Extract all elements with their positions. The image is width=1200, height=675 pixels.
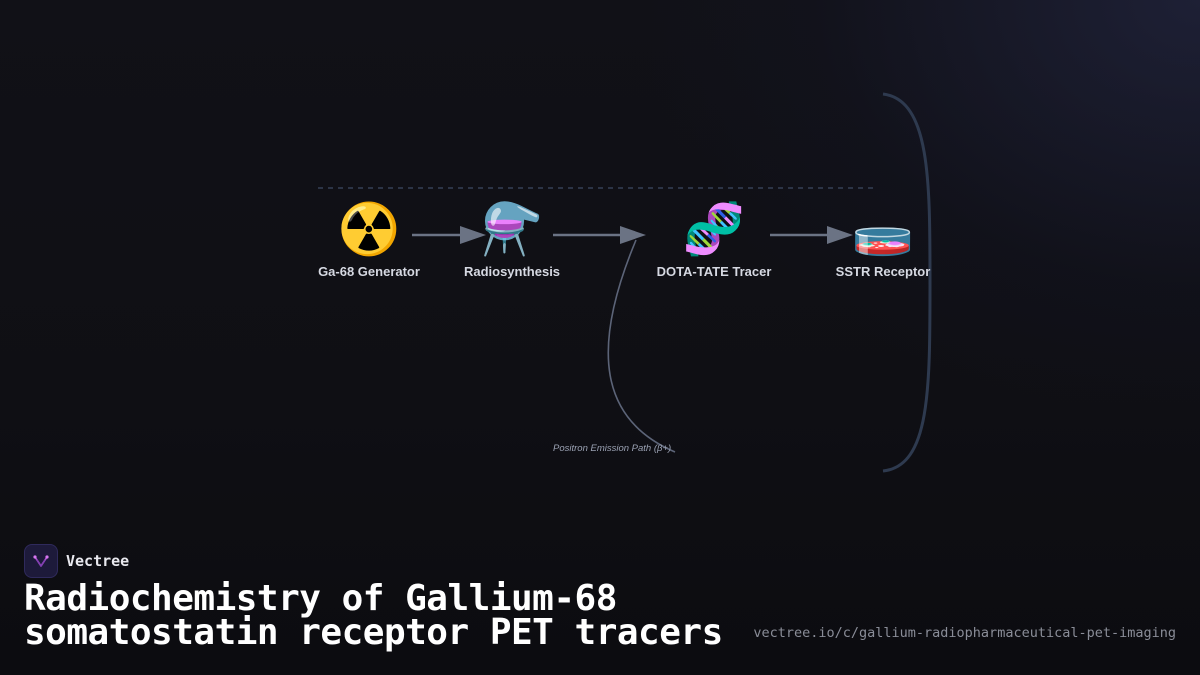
arrowhead-synthesis-to-tracer <box>620 226 646 244</box>
brand: Vectree <box>24 544 129 578</box>
radioactive-icon: ☢️ <box>337 200 401 258</box>
title-line-2: somatostatin receptor PET tracers <box>24 612 723 653</box>
source-url[interactable]: vectree.io/c/gallium-radiopharmaceutical… <box>753 625 1176 641</box>
vectree-logo-icon <box>24 544 58 578</box>
positron-emission-label: Positron Emission Path (β+) <box>553 443 672 454</box>
positron-emission-curve <box>607 239 676 453</box>
petri-dish-icon: 🧫 <box>851 200 915 258</box>
node-ga68-generator: ☢️ Ga-68 Generator <box>318 200 420 279</box>
node-radiosynthesis: ⚗️ Radiosynthesis <box>464 200 560 279</box>
node-dota-tate-tracer: 🧬 DOTA-TATE Tracer <box>657 200 772 279</box>
arrowhead-generator-to-synthesis <box>460 226 486 244</box>
brand-name: Vectree <box>66 552 130 570</box>
node-label: DOTA-TATE Tracer <box>656 264 772 279</box>
dna-icon: 🧬 <box>682 200 746 258</box>
page-title: Radiochemistry of Gallium-68 somatostati… <box>24 578 723 653</box>
title-line-1: Radiochemistry of Gallium-68 <box>24 578 617 619</box>
arrowhead-tracer-to-receptor <box>827 226 853 244</box>
enclosing-bracket <box>882 92 932 473</box>
node-label: SSTR Receptor <box>835 264 931 279</box>
node-label: Radiosynthesis <box>463 264 561 279</box>
node-label: Ga-68 Generator <box>318 264 420 279</box>
alembic-icon: ⚗️ <box>480 200 544 258</box>
node-sstr-receptor: 🧫 SSTR Receptor <box>836 200 931 279</box>
